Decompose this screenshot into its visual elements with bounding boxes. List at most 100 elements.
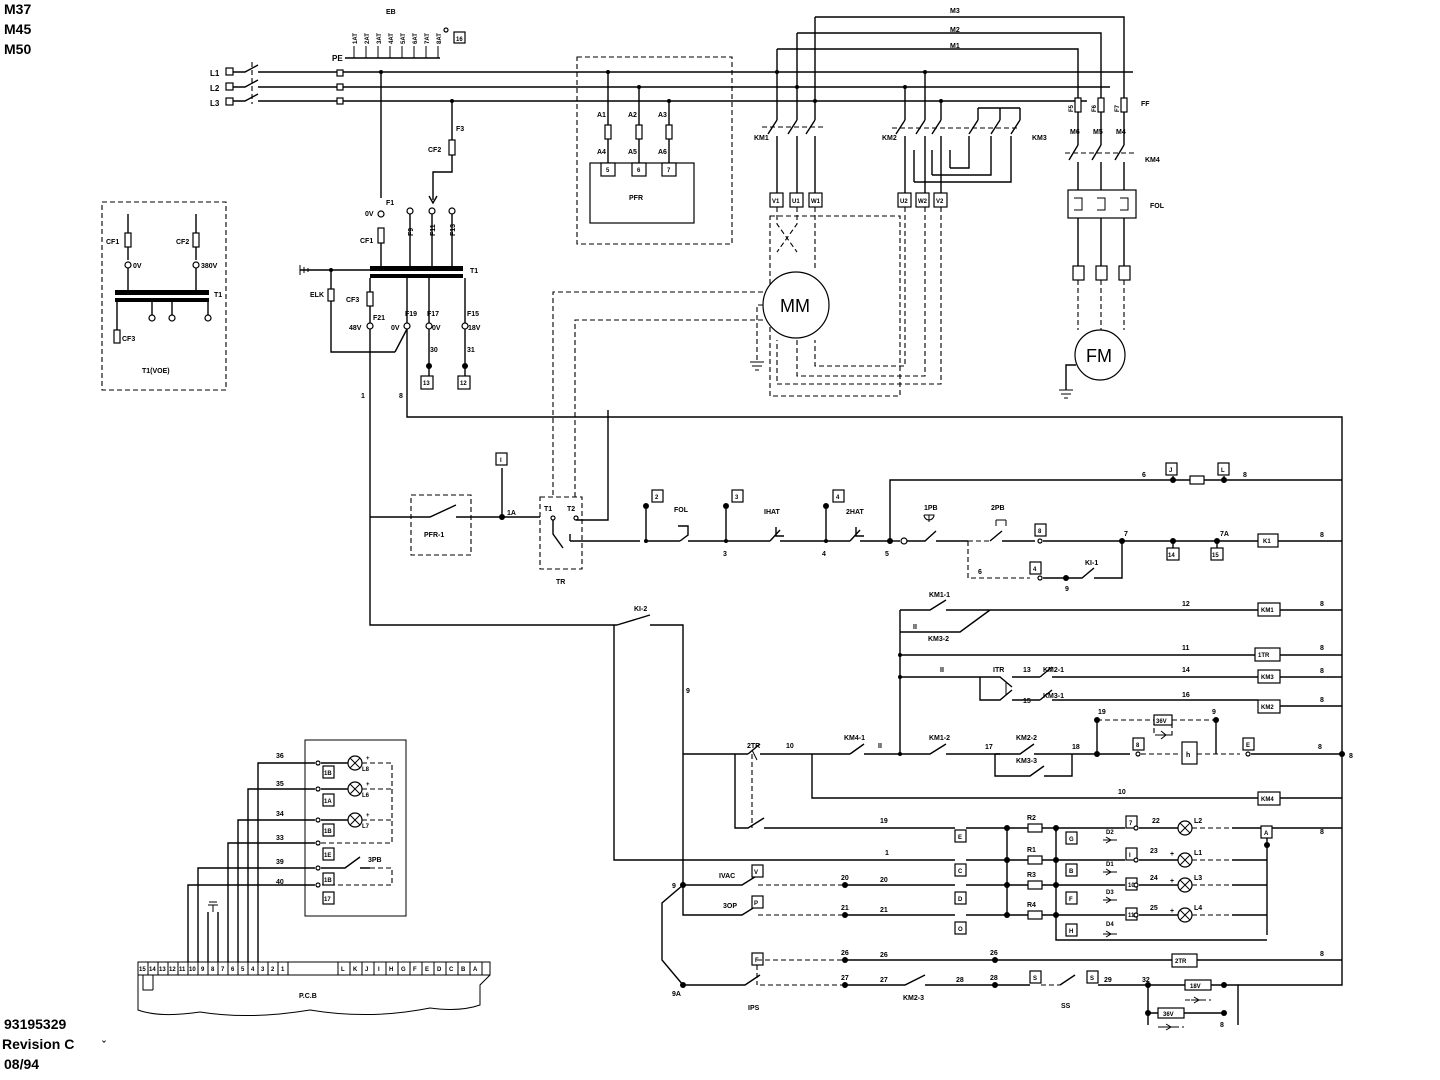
- box-11: 11: [1128, 913, 1135, 919]
- wire-9-zener: 9: [1212, 709, 1216, 716]
- resistor-r3: R3: [1027, 872, 1036, 879]
- wire-19: 19: [1098, 709, 1106, 716]
- pcb-plus-1: +: [366, 756, 370, 762]
- box-g: G: [1069, 837, 1074, 843]
- tap-f15-18v: 18V: [468, 325, 481, 332]
- eb-taps: 1AT 2AT 3AT 4AT 5AT 6AT 7AT 8AT: [353, 33, 443, 44]
- wire-17: 17: [985, 744, 993, 751]
- box-4: 4: [836, 495, 840, 501]
- contact-km31: KM3-1: [1043, 693, 1064, 700]
- label-fol-switch: FOL: [674, 507, 689, 514]
- contact-ki1: KI-1: [1085, 560, 1098, 567]
- label-l2: L2: [1194, 818, 1202, 825]
- box-p: P: [754, 901, 758, 907]
- diode-d4: D4: [1106, 922, 1114, 928]
- tap-f17-0v: 0V: [432, 325, 441, 332]
- tap-f13: F13: [450, 224, 457, 236]
- box-c: C: [958, 869, 963, 875]
- eb-tap-8: 8AT: [437, 33, 443, 44]
- wire-21b: 21: [880, 907, 888, 914]
- box-10: 10: [1128, 883, 1135, 889]
- contact-km12: KM1-2: [929, 735, 950, 742]
- fan-motor-label: FM: [1086, 346, 1112, 366]
- pcb-pin-a: A: [473, 967, 478, 973]
- label-eb: EB: [386, 9, 396, 16]
- label-elk: ELK: [310, 292, 324, 299]
- plus-l4: +: [1170, 908, 1174, 915]
- pfr-a4: A4: [597, 149, 606, 156]
- box-f-ips: F: [755, 958, 759, 964]
- box-8: 8: [1038, 529, 1042, 535]
- label-3op: 3OP: [723, 903, 737, 910]
- wire-13: 13: [1023, 667, 1031, 674]
- wire-8-2tr: 8: [1320, 951, 1324, 958]
- term-v2: V2: [936, 199, 944, 205]
- pcb-pin-g: G: [401, 967, 406, 973]
- tap-f9: F9: [408, 228, 415, 236]
- tap-f19-0v: 0V: [391, 325, 400, 332]
- model-m37: M37: [4, 1, 31, 17]
- box-j: J: [1169, 468, 1172, 474]
- pcb-pin-9: 9: [201, 967, 205, 973]
- pfr-term-5: 5: [606, 168, 610, 174]
- rung-14: 14: [1182, 667, 1190, 674]
- pcb-plus-2: +: [366, 782, 370, 788]
- coil-km3: KM3: [1261, 675, 1274, 681]
- label-t1: T1: [470, 268, 478, 275]
- pcb-term-2: 1A: [324, 799, 332, 805]
- pcb-pins-right: L K J I H G F E D C B A: [337, 961, 483, 976]
- main-motor-circuit: M3 M2 M1 KM1 V1 U1 W1 KM2 KM3: [552, 8, 1125, 497]
- rung-10: 10: [1118, 789, 1126, 796]
- zener-36v-b: 36V: [1163, 1012, 1174, 1018]
- label-fol: FOL: [1150, 203, 1165, 210]
- rung-12-8: 8: [1320, 601, 1324, 608]
- pcb-pin-5: 5: [241, 967, 245, 973]
- pfr-label: PFR: [629, 195, 643, 202]
- wire-8-top: 8: [1243, 472, 1247, 479]
- plus-l1: +: [1170, 851, 1174, 858]
- voe-cf3: CF3: [122, 336, 135, 343]
- wire-26c: 26: [990, 950, 998, 957]
- pcb-pin-12: 12: [169, 967, 176, 973]
- eb-tap-3: 3AT: [377, 33, 383, 44]
- box-h: H: [1069, 929, 1073, 935]
- tap-0v: 0V: [365, 211, 374, 218]
- diode-d2: D2: [1106, 830, 1114, 836]
- pcb-pin-k: K: [353, 967, 358, 973]
- pcb-plus-3: +: [366, 813, 370, 819]
- coil-km2: KM2: [1261, 705, 1274, 711]
- pcb-panel: 36 35 34 33 39 40 1B 1A 1B 1E 1B 17: [137, 739, 491, 1017]
- model-list: M37 M45 M50: [4, 1, 31, 57]
- wire-26a: 26: [841, 950, 849, 957]
- pfr-a2: A2: [628, 112, 637, 119]
- wire-10: 10: [786, 743, 794, 750]
- tap-48v: 48V: [349, 325, 362, 332]
- eb-tap-7: 7AT: [425, 33, 431, 44]
- pfr-term-6: 6: [637, 168, 641, 174]
- wire-11: II: [878, 743, 882, 750]
- box-s2: S: [1090, 976, 1094, 982]
- coil-1tr: 1TR: [1258, 653, 1270, 659]
- pcb-pin-e: E: [425, 967, 429, 973]
- pcb-wire-34: 34: [276, 811, 284, 818]
- box-15: 15: [1212, 553, 1219, 559]
- box-8-hour: 8: [1136, 743, 1140, 749]
- bus-m3: M3: [950, 8, 960, 15]
- rung-11-8: 8: [1320, 645, 1324, 652]
- label-ihat: IHAT: [764, 509, 781, 516]
- ff-fuse-f5: F5: [1069, 104, 1075, 112]
- box-i-lamp: I: [1129, 853, 1131, 859]
- label-l3: L3: [210, 99, 220, 108]
- terminal-12: 12: [460, 381, 467, 387]
- wire-8-zener: 8: [1220, 1022, 1224, 1029]
- ff-fuse-f6: F6: [1092, 104, 1098, 112]
- pcb-pin-j: J: [365, 967, 368, 973]
- hour-meter: h: [1186, 752, 1190, 759]
- contact-km23: KM2-3: [903, 995, 924, 1002]
- pcb-pin-c: C: [449, 967, 454, 973]
- main-motor-label: MM: [780, 296, 810, 316]
- resistor-r2: R2: [1027, 815, 1036, 822]
- label-l4: L4: [1194, 905, 1202, 912]
- tap-f11: F11: [430, 224, 437, 236]
- revision-mark: ˇ: [102, 1040, 106, 1052]
